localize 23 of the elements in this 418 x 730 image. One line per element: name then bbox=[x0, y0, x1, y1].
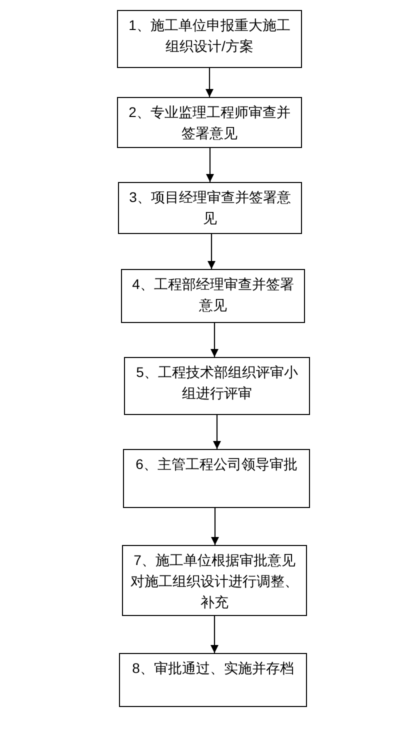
arrow bbox=[210, 616, 218, 653]
process-box bbox=[117, 10, 302, 68]
process-box bbox=[122, 545, 307, 616]
step-text: 5、工程技术部组织评审小组进行评审 bbox=[135, 363, 299, 403]
arrow bbox=[208, 234, 216, 269]
process-box bbox=[121, 269, 305, 323]
step-text: 3、项目经理审查并签署意见 bbox=[128, 188, 292, 228]
arrow bbox=[211, 508, 219, 545]
process-box bbox=[119, 653, 307, 707]
step-text: 2、专业监理工程师审查并签署意见 bbox=[128, 103, 292, 143]
arrow bbox=[213, 415, 221, 449]
process-box bbox=[117, 97, 302, 148]
step-text: 8、审批通过、实施并存档 bbox=[132, 659, 294, 678]
step-text: 1、施工单位申报重大施工组织设计/方案 bbox=[128, 16, 292, 56]
process-box bbox=[124, 357, 310, 415]
step-text: 6、主管工程公司领导审批 bbox=[136, 455, 298, 474]
process-box bbox=[118, 182, 302, 234]
process-box bbox=[123, 449, 310, 508]
arrow bbox=[206, 68, 214, 97]
step-text: 4、工程部经理审查并签署意见 bbox=[131, 275, 295, 315]
step-text: 7、施工单位根据审批意见对施工组织设计进行调整、补充 bbox=[130, 551, 299, 612]
arrow bbox=[210, 323, 218, 357]
arrow bbox=[206, 148, 214, 182]
